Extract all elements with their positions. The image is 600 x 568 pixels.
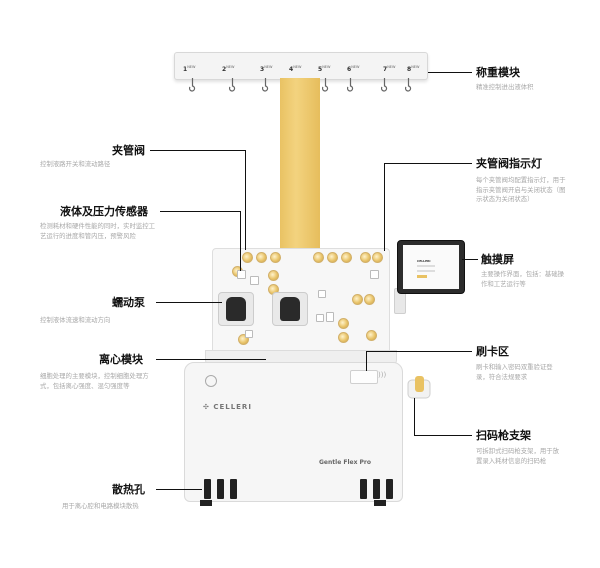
pinch-valve [360,252,371,263]
pinch-valve [338,318,349,329]
callout-line [160,211,240,212]
hook-icon [229,78,236,92]
screen-login-button [417,275,427,278]
callout-weighing-title: 称重模块 [476,66,520,79]
weighing-bar: 1NEW 2NEW 3NEW 4NEW 5NEW 6NEW 7NEW 8NEW [174,52,428,80]
callout-pump-desc: 控制液体流速和流动方向 [40,316,111,324]
pinch-valve [366,330,377,341]
callout-line [462,259,478,260]
pinch-valve [270,252,281,263]
screen-input-line [417,265,435,267]
pinch-valve [341,252,352,263]
callout-sensor-desc: 检测耗材和硬件性能的同时，实时监控工艺运行的进度和管内压，预警风险 [40,222,156,240]
callout-line [414,398,415,435]
hanger-slot-3: 3NEW [260,65,273,73]
peristaltic-pump [218,292,254,326]
pinch-valve [372,252,383,263]
screen-input-line [417,270,435,272]
card-reader[interactable] [350,370,378,384]
pinch-valve [352,294,363,305]
pinch-valve [268,270,279,281]
touch-screen[interactable]: CELLERI [397,240,465,294]
scanner-holder [407,376,431,399]
hanger-slot-4: 4NEW [289,65,302,73]
callout-line [156,489,202,490]
nfc-icon: ))) [378,371,387,379]
callout-scanner-desc: 可拆卸式扫码枪支架，用于放置录入耗材信息的扫码枪 [476,447,560,465]
callout-card-title: 刷卡区 [476,345,509,358]
callout-line [366,351,472,352]
hanger-slot-8: 8NEW [407,65,420,73]
hanger-slot-7: 7NEW [383,65,396,73]
liquid-sensor [316,314,324,322]
foot [374,500,386,506]
pinch-valve [242,252,253,263]
callout-line [150,150,245,151]
callout-weighing-desc: 精准控制进出液体积 [476,83,534,91]
hook-icon [322,78,329,92]
hanger-slot-6: 6NEW [347,65,360,73]
callout-line [384,163,385,251]
support-pole [280,78,320,270]
callout-line [156,302,222,303]
callout-scanner-title: 扫码枪支架 [476,429,531,442]
pinch-valve [364,294,375,305]
pressure-sensor [250,276,259,285]
pinch-valve [338,332,349,343]
callout-vent-desc: 用于离心腔和电路模块散热 [62,502,139,510]
power-icon[interactable] [205,375,217,387]
callout-line [156,359,266,360]
callout-touchscreen-desc: 主要操作界面，包括：基础操作和工艺运行等 [481,270,565,288]
leaf-icon: ✣ [203,403,210,411]
liquid-sensor [370,270,379,279]
liquid-sensor [326,312,334,322]
hook-icon [189,78,196,92]
callout-line [245,150,246,250]
callout-line [428,72,472,73]
callout-line [384,163,472,164]
hook-icon [262,78,269,92]
callout-line [414,435,472,436]
model-name: Gentle Flex Pro [319,459,372,466]
brand-logo: ✣ CELLERI [203,403,252,411]
pinch-valve [313,252,324,263]
centrifuge-body: ✣ CELLERI Gentle Flex Pro [184,362,403,502]
pressure-sensor [237,270,246,279]
pinch-valve [327,252,338,263]
callout-pinch-valve-title: 夹管阀 [112,144,145,157]
callout-pinch-valve-desc: 控制液路开关和流动路径 [40,160,111,168]
hanger-slot-1: 1NEW [183,65,196,73]
hook-icon [381,78,388,92]
pinch-valve [256,252,267,263]
screen-logo-text: CELLERI [417,259,431,263]
liquid-sensor [245,330,253,338]
hanger-slot-5: 5NEW [318,65,331,73]
peristaltic-pump [272,292,308,326]
callout-card-desc: 刷卡和输入密码双重验证登录，符合法规要求 [476,363,553,381]
callout-valve-indicator-title: 夹管阀指示灯 [476,157,542,170]
callout-line [240,211,241,271]
callout-valve-indicator-desc: 每个夹管阀均配置指示灯，用于指示夹管阀开启与关闭状态（图示状态为关闭状态） [476,176,566,203]
callout-line [366,351,367,371]
liquid-sensor [318,290,326,298]
callout-centrifuge-title: 离心模块 [99,353,143,366]
callout-sensor-title: 液体及压力传感器 [60,205,148,218]
callout-vent-title: 散热孔 [112,483,145,496]
hanger-slot-2: 2NEW [222,65,235,73]
callout-pump-title: 蠕动泵 [112,296,145,309]
foot [200,500,212,506]
callout-touchscreen-title: 触摸屏 [481,253,514,266]
hook-icon [347,78,354,92]
callout-centrifuge-desc: 细胞处理的主要模块，控制细胞处理方式，包括离心强度、混匀强度等 [40,372,149,390]
pinch-valve [238,334,249,345]
hook-icon [405,78,412,92]
